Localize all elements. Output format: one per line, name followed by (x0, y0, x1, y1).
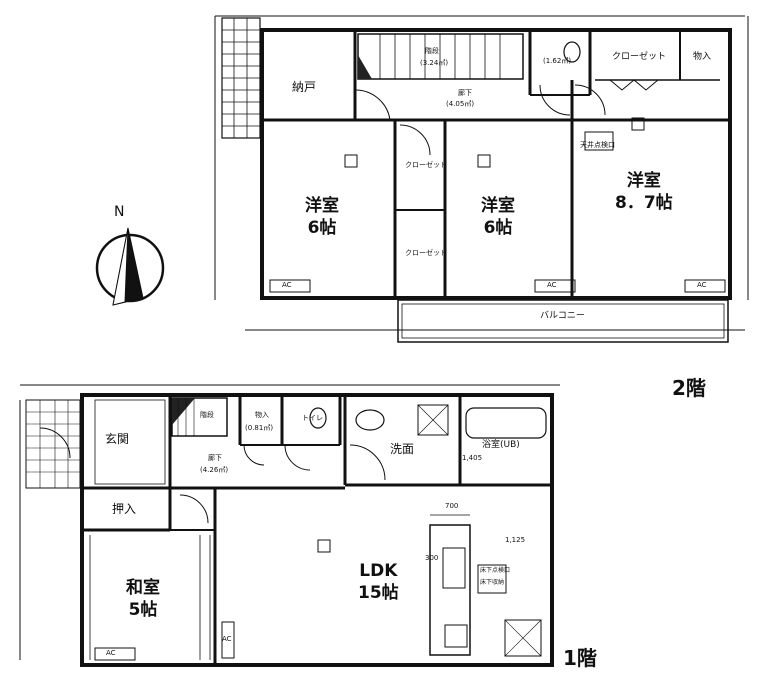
toilet-label-1f: トイレ (302, 414, 323, 422)
room-label-nando: 納戸 (292, 80, 317, 94)
storage-label-2f: 物入 (693, 52, 712, 62)
compass-drawing (95, 227, 165, 306)
room-western-c-size: 8．7帖 (615, 193, 673, 214)
hall-area-2f: (4.05㎡) (446, 100, 475, 108)
stair-label-1f: 階段 (200, 411, 214, 419)
balcony (397, 299, 729, 343)
room-ldk: LDK 15帖 (358, 560, 399, 604)
closet-small-a: クローゼット (405, 161, 447, 169)
ac-label-2f-c: AC (697, 281, 707, 289)
underfloor-storage-label: 床下収納 (480, 579, 505, 586)
closet-label: クローゼット (612, 52, 667, 62)
floor2-title: 2階 (672, 376, 706, 400)
ac-label-2f-b: AC (547, 281, 557, 289)
room-washitsu-name: 和室 (126, 578, 160, 598)
hall-label-1f: 廊下 (208, 454, 222, 462)
underfloor-hatch-label: 床下点検口 (480, 567, 511, 574)
balcony-label: バルコニー (540, 311, 585, 321)
storage-label-1f: 物入 (255, 411, 269, 419)
dim-300: 300 (425, 554, 439, 562)
room-washitsu-size: 5帖 (128, 600, 158, 621)
floor2-plan (214, 15, 749, 343)
toilet-area-2f: (1.62㎡) (543, 57, 572, 65)
room-western-c: 洋室 8．7帖 (615, 170, 673, 214)
room-label-genkan: 玄関 (105, 432, 130, 446)
room-washitsu: 和室 5帖 (126, 577, 160, 621)
dim-700: 700 (445, 502, 459, 510)
room-western-a-name: 洋室 (305, 196, 339, 216)
room-western-a: 洋室 6帖 (305, 195, 339, 239)
room-western-c-name: 洋室 (626, 171, 661, 191)
room-label-oshiire: 押入 (112, 502, 137, 516)
storage-area-1f: (0.81㎡) (245, 424, 274, 432)
floor2-outer-wall (260, 28, 732, 300)
room-western-b-size: 6帖 (483, 218, 513, 239)
room-western-a-size: 6帖 (307, 218, 337, 239)
room-western-b: 洋室 6帖 (481, 195, 515, 239)
stair-area-2f: (3.24㎡) (420, 59, 449, 67)
ac-label-1f-a: AC (106, 649, 116, 657)
room-ldk-name: LDK (359, 561, 398, 581)
room-ldk-size: 15帖 (358, 583, 399, 604)
ac-label-1f-b: AC (222, 635, 232, 643)
compass-north-label: N (114, 204, 125, 220)
room-label-bath: 浴室(UB) (482, 440, 520, 450)
room-western-b-name: 洋室 (481, 196, 515, 216)
ac-label-2f-a: AC (282, 281, 292, 289)
hall-label-2f: 廊下 (458, 89, 472, 97)
dim-1125: 1,125 (505, 536, 526, 544)
stair-label-2f: 階段 (425, 47, 439, 55)
attic-hatch-label: 天井点検口 (580, 141, 615, 149)
floor1-title: 1階 (563, 646, 597, 670)
hall-area-1f: (4.26㎡) (200, 466, 229, 474)
closet-small-b: クローゼット (405, 249, 447, 257)
floor1-plan (19, 384, 560, 667)
room-label-senmen: 洗面 (390, 442, 415, 456)
dim-1405: 1,405 (462, 454, 483, 462)
